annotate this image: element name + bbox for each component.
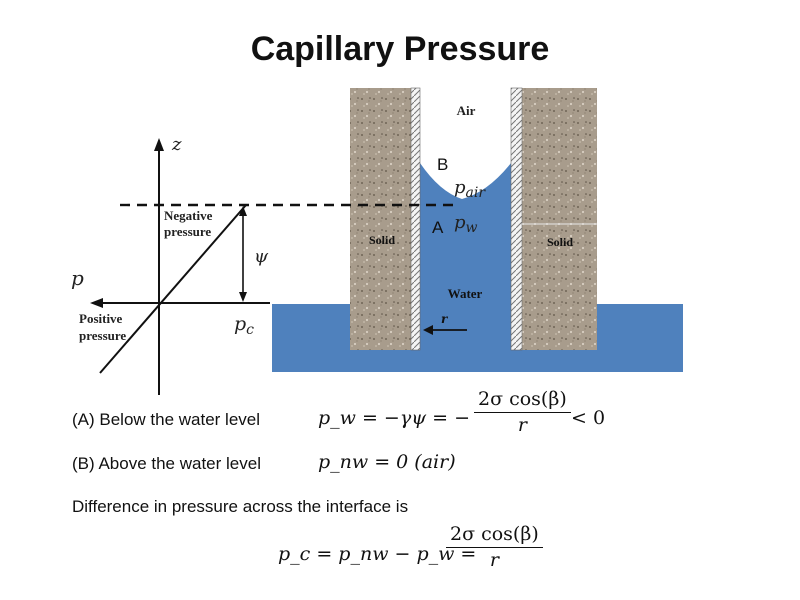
final-equation-lhs: p_c = p_nw − p_w = — [278, 543, 477, 565]
point-a-label: A — [432, 218, 444, 237]
z-axis-label: z — [171, 134, 182, 155]
water-label: Water — [448, 286, 483, 301]
negative-pressure-label: Negative pressure — [164, 208, 216, 239]
radius-arrowhead — [423, 325, 433, 335]
z-axis-arrowhead — [154, 138, 164, 151]
difference-caption: Difference in pressure across the interf… — [72, 497, 409, 516]
line-a-tail: < 0 — [571, 407, 606, 429]
line-b-equation: p_nw = 0 (air) — [318, 451, 456, 473]
p-axis-label: p — [71, 266, 84, 290]
capillary-water-column — [420, 163, 511, 350]
left-wall-hatch — [410, 87, 421, 351]
p-axis-arrowhead — [90, 298, 103, 308]
line-b-caption: (B) Above the water level — [72, 454, 261, 473]
psi-arrowhead-bottom — [239, 292, 247, 302]
air-label: Air — [457, 103, 476, 118]
radius-label: r — [441, 312, 449, 326]
line-a-caption: (A) Below the water level — [72, 410, 261, 429]
solid-right-label: Solid — [547, 235, 573, 249]
final-fraction-denominator: r — [489, 549, 499, 571]
line-a-fraction-numerator: 2σ cos(β) — [474, 388, 571, 413]
final-fraction-numerator: 2σ cos(β) — [446, 523, 543, 548]
page-title: Capillary Pressure — [250, 30, 550, 68]
p-c-label: pc — [234, 313, 254, 338]
line-a-fraction-denominator: r — [517, 414, 527, 436]
point-b-label: B — [437, 155, 448, 174]
psi-label: ψ — [254, 246, 269, 267]
pressure-profile-line — [99, 204, 247, 374]
left-solid-wall — [350, 88, 411, 350]
positive-pressure-label: Positive pressure — [79, 311, 126, 343]
line-a-fraction: 2σ cos(β) r — [474, 388, 571, 436]
p-w-label: pw — [454, 212, 478, 236]
right-wall-hatch — [510, 87, 523, 351]
psi-arrowhead-top — [239, 206, 247, 216]
p-air-label: pair — [454, 177, 486, 201]
line-a-lhs: p_w = −γψ = − — [318, 407, 471, 429]
solid-left-label: Solid — [369, 233, 395, 247]
final-fraction: 2σ cos(β) r — [446, 523, 543, 571]
right-solid-wall — [522, 88, 597, 350]
